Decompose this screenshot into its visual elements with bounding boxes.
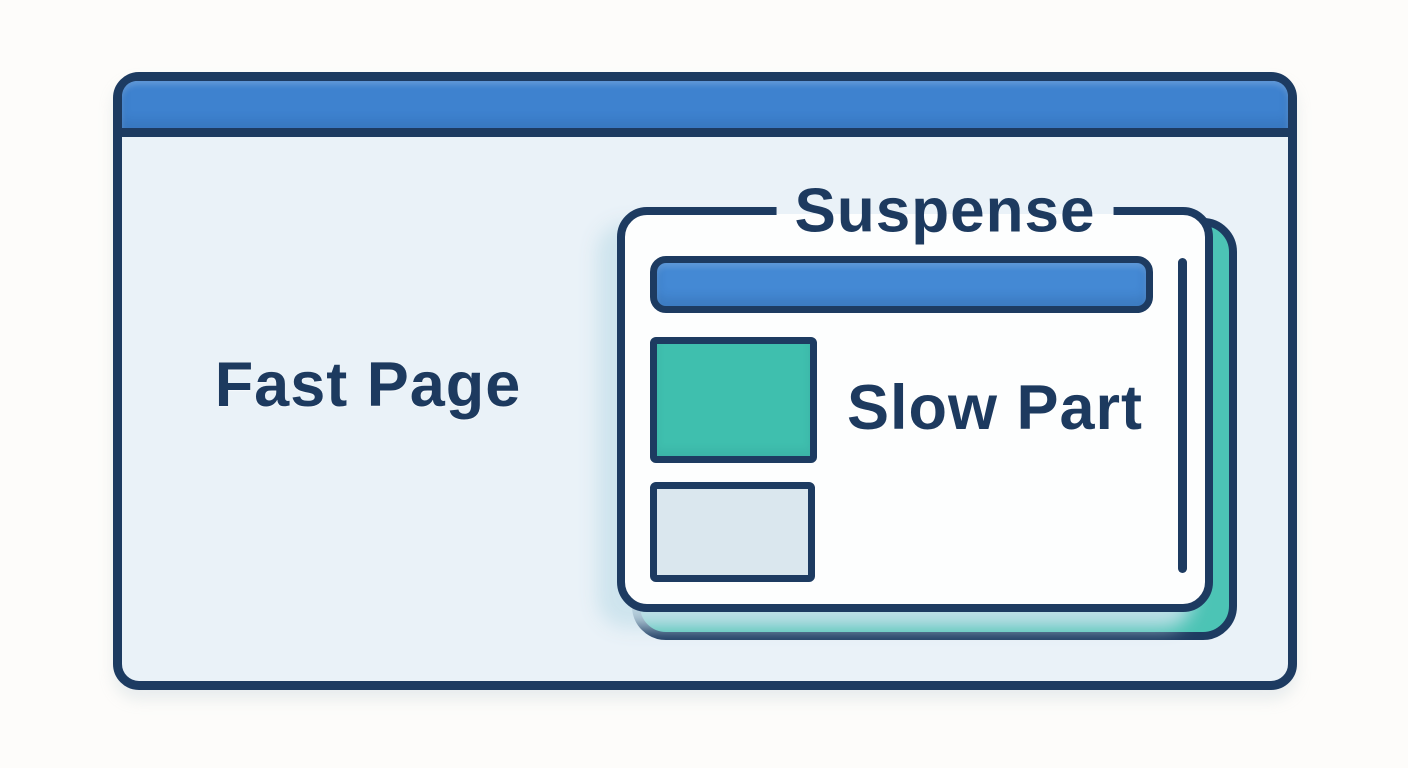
suspense-card: Slow Part xyxy=(617,207,1213,612)
content-block-teal xyxy=(650,337,817,463)
loaded-header-bar xyxy=(650,256,1153,313)
scrollbar-line xyxy=(1178,258,1187,573)
content-block-placeholder xyxy=(650,482,815,582)
window-titlebar xyxy=(122,81,1288,137)
suspense-boundary-label: Suspense xyxy=(776,172,1114,250)
fast-page-label: Fast Page xyxy=(214,350,522,420)
browser-window: Fast Page Slow Part Suspense xyxy=(113,72,1297,690)
slow-part-label: Slow Part xyxy=(846,373,1144,443)
